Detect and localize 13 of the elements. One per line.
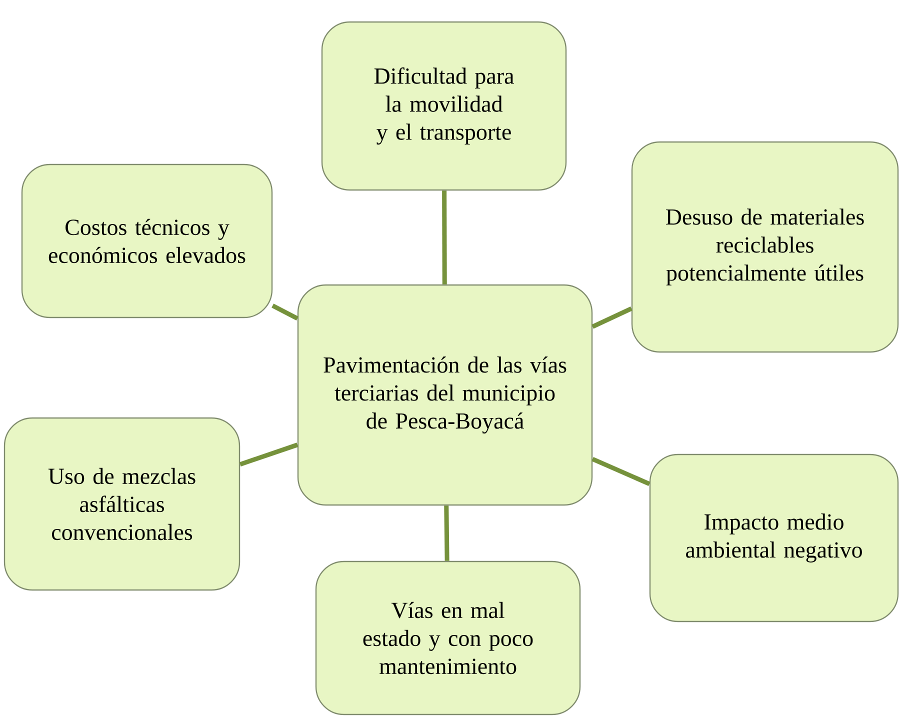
connector-line	[272, 304, 298, 321]
rounded-box: Pavimentación de las vías terciarias del municipio de Pesca-Boyacá	[297, 284, 593, 506]
rounded-box: Impacto medio ambiental negativo	[649, 454, 899, 622]
connector-line	[444, 506, 450, 561]
connector-line	[592, 457, 650, 486]
rounded-box: Desuso de materiales reciclables potencialmente útiles	[631, 141, 899, 353]
rounded-box: Costos técnicos y económicos elevados	[21, 164, 273, 318]
rounded-box: Vías en mal estado y con poco mantenimiento	[315, 560, 581, 716]
rounded-box: Uso de mezclas asfálticas convencionales	[4, 417, 240, 591]
connector-line	[239, 442, 298, 466]
connector-line	[442, 190, 447, 284]
connector-line	[592, 306, 632, 329]
rounded-box: Dificultad para la movilidad y el transporte	[321, 21, 567, 191]
